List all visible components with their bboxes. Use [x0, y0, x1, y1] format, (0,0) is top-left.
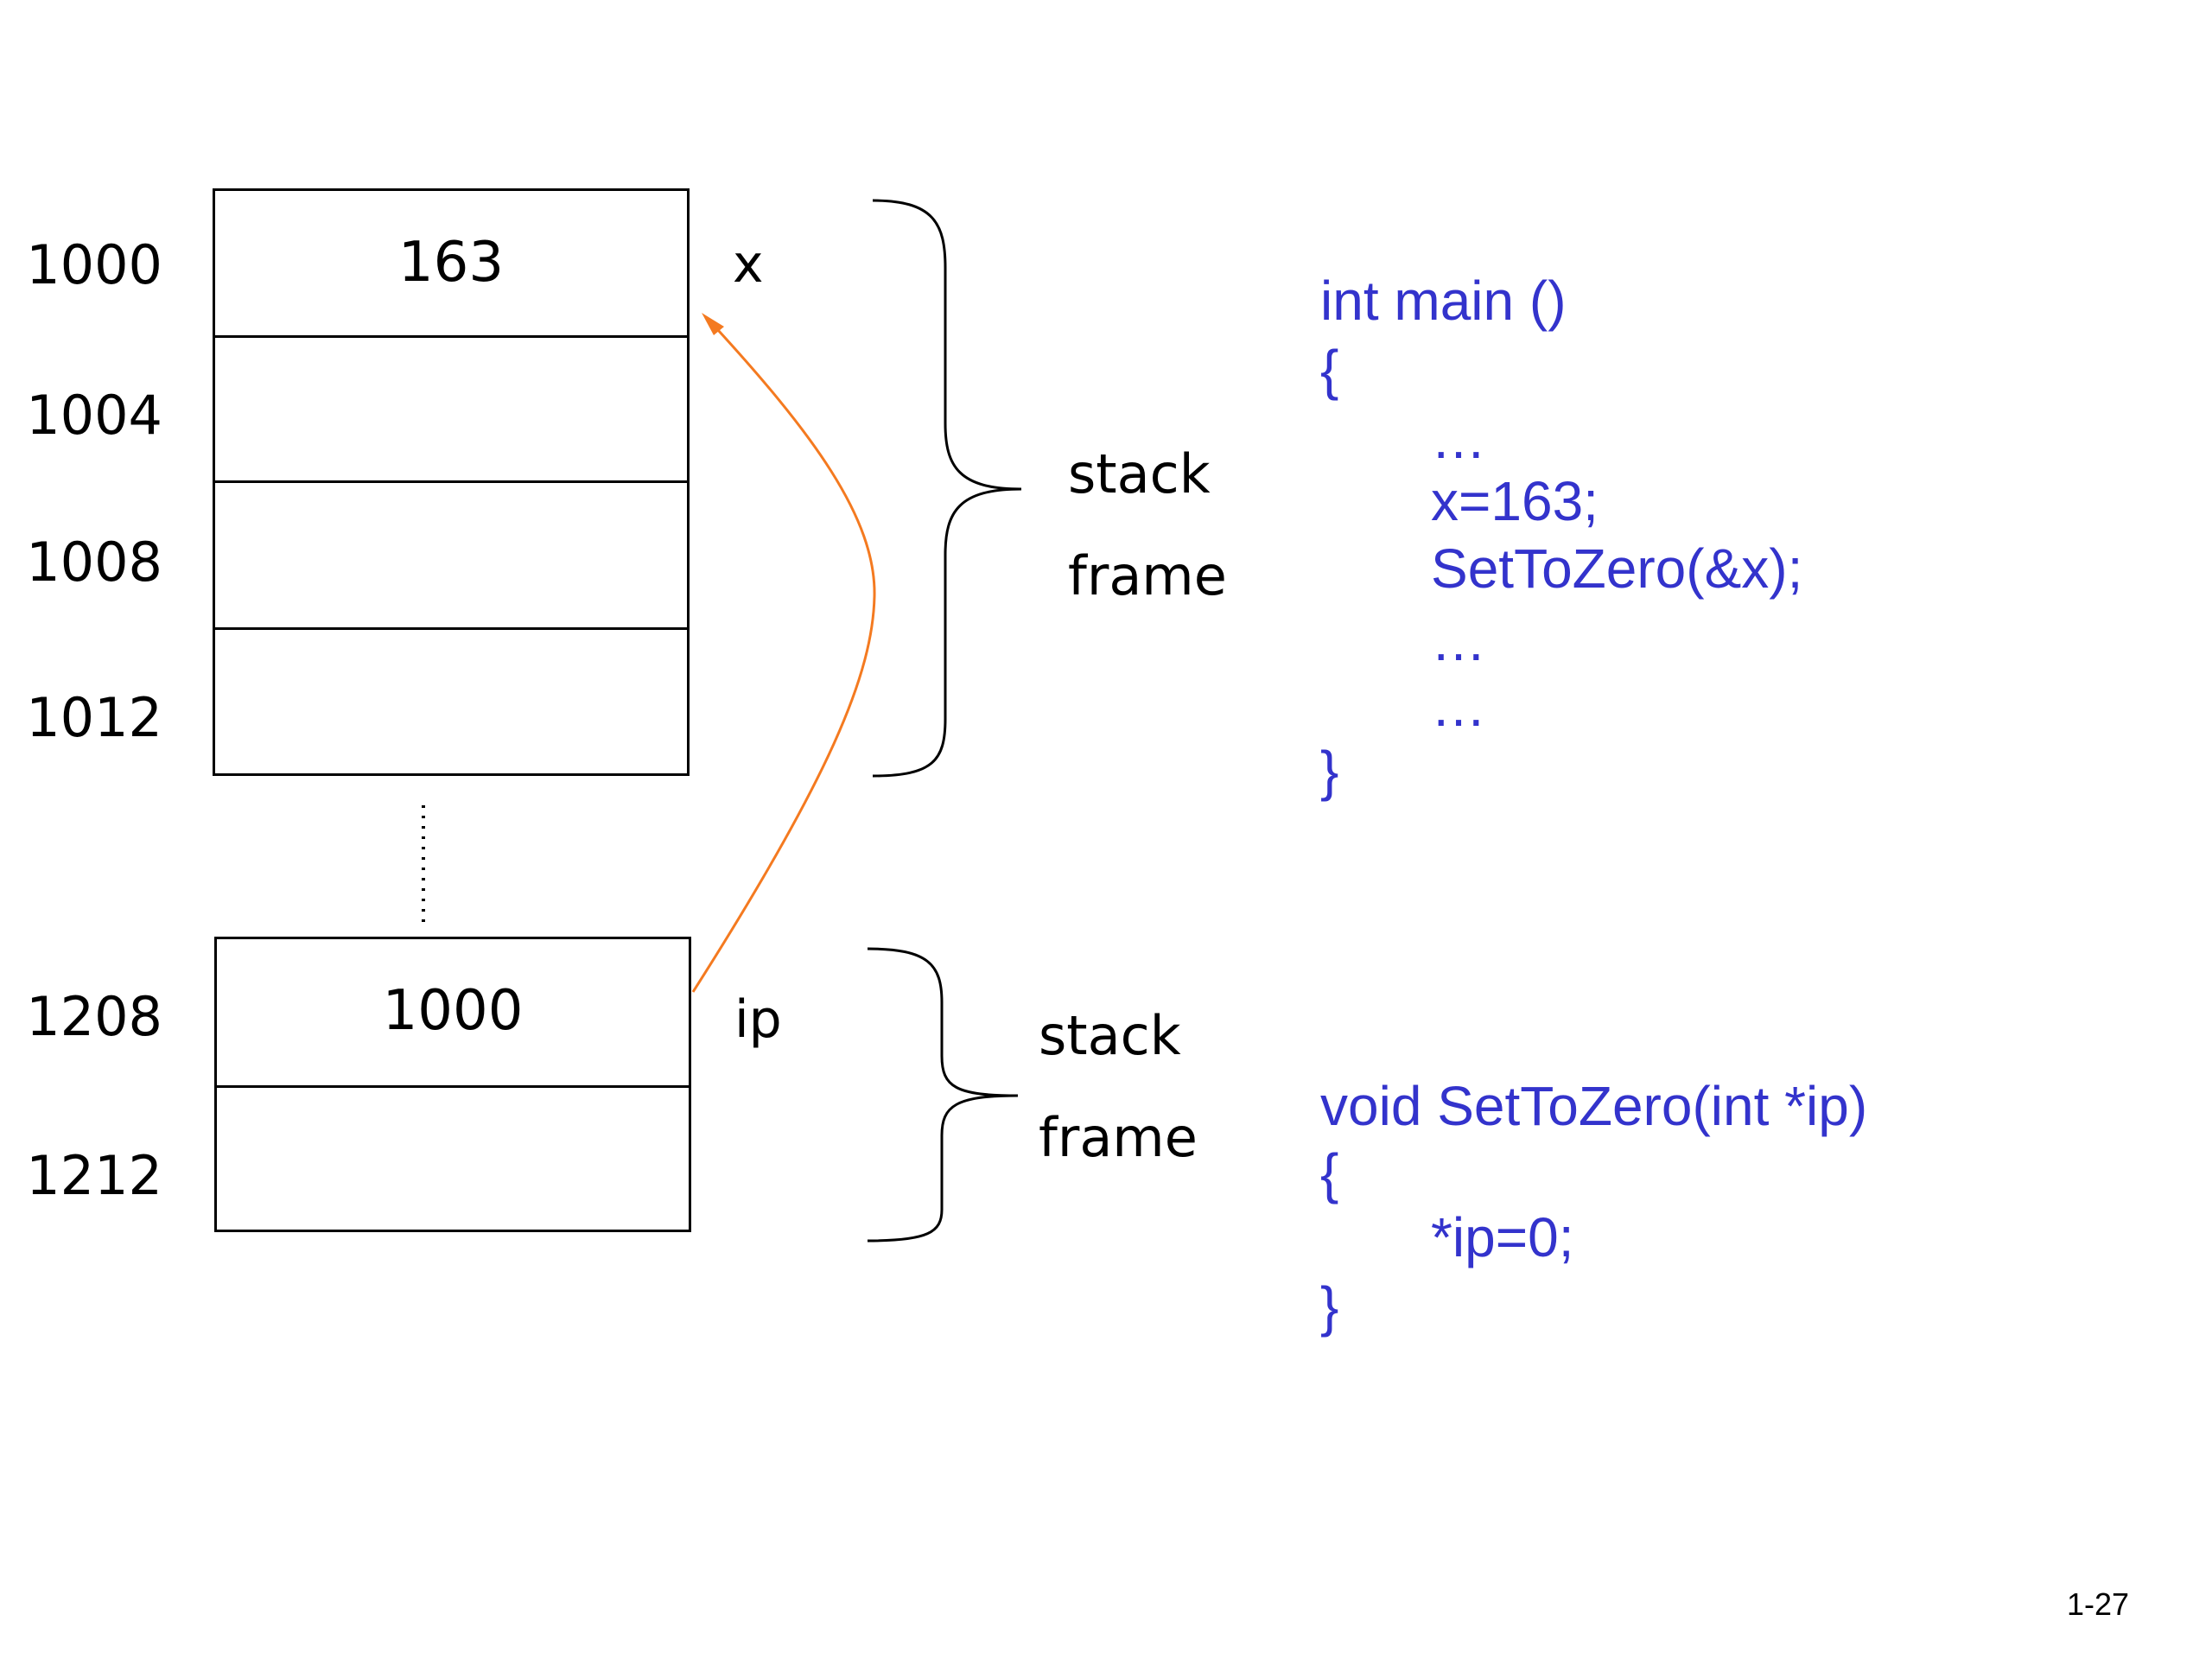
- brace-label-frame: frame: [1039, 1106, 1198, 1169]
- address-label: 1008: [26, 531, 162, 594]
- address-label: 1212: [26, 1144, 162, 1207]
- code-line: SetToZero(&x);: [1431, 537, 1803, 600]
- memory-cell-1000: [215, 191, 687, 338]
- code-line: }: [1320, 1275, 1339, 1338]
- code-line: …: [1431, 408, 1486, 470]
- code-line: void SetToZero(int *ip): [1320, 1075, 1868, 1137]
- stack-frame-brace-lower: [867, 947, 1019, 1243]
- memory-block-upper: [213, 188, 690, 776]
- code-line: {: [1320, 1142, 1339, 1205]
- code-line: {: [1320, 339, 1339, 401]
- address-label: 1000: [26, 233, 162, 296]
- brace-label-frame: frame: [1068, 544, 1227, 607]
- page-number: 1-27: [2067, 1586, 2130, 1622]
- variable-name-x: x: [733, 234, 764, 295]
- pointer-arrow: [691, 318, 876, 993]
- brace-label-stack: stack: [1039, 1004, 1181, 1067]
- variable-name-ip: ip: [734, 989, 782, 1050]
- address-label: 1004: [26, 384, 162, 447]
- cell-value-x: 163: [397, 231, 505, 295]
- code-line: int main (): [1320, 270, 1567, 332]
- pointer-arrowhead: [702, 313, 724, 335]
- memory-cell-1004: [215, 338, 687, 483]
- code-line: }: [1320, 740, 1339, 802]
- brace-label-stack: stack: [1068, 442, 1211, 505]
- memory-cell-1008: [215, 483, 687, 630]
- memory-cell-1208: [217, 939, 689, 1088]
- code-line: x=163;: [1431, 470, 1599, 532]
- address-label: 1012: [26, 686, 162, 749]
- code-line: *ip=0;: [1431, 1206, 1574, 1268]
- memory-block-lower: [214, 937, 691, 1232]
- code-line: …: [1431, 676, 1486, 738]
- code-line: …: [1431, 610, 1486, 672]
- cell-value-ip: 1000: [382, 979, 524, 1043]
- address-label: 1208: [26, 985, 162, 1048]
- stack-frame-brace-upper: [872, 199, 1022, 778]
